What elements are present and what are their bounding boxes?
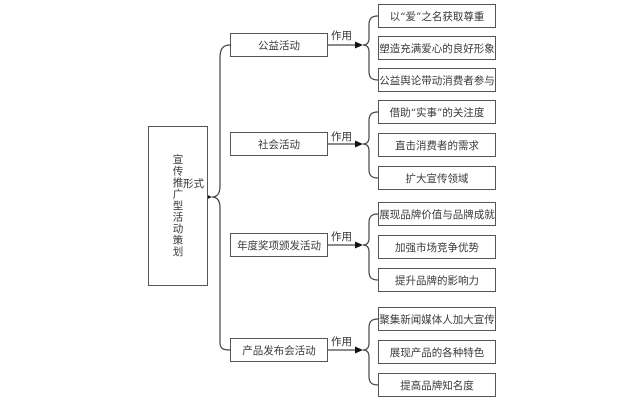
category-arrow-head <box>355 140 363 148</box>
effect-label: 扩大宣传领域 <box>405 172 469 185</box>
category-label: 产品发布会活动 <box>242 344 316 357</box>
effect-node[interactable]: 展现产品的各种特色 <box>378 340 496 364</box>
category-node-product-launch[interactable]: 产品发布会活动 <box>230 338 328 362</box>
effect-node[interactable]: 提升品牌的影响力 <box>378 268 496 292</box>
effect-node[interactable]: 以“爱”之名获取尊重 <box>378 4 496 28</box>
edge-label: 作用 <box>331 231 352 243</box>
effect-label: 借助“实事”的关注度 <box>389 106 485 119</box>
effect-label: 提升品牌的影响力 <box>395 274 479 287</box>
edge-label: 作用 <box>331 30 352 42</box>
effect-label: 提高品牌知名度 <box>400 379 474 392</box>
effect-node[interactable]: 展现品牌价值与品牌成就 <box>378 202 496 226</box>
effect-label: 以“爱”之名获取尊重 <box>389 10 485 23</box>
effects-bracket <box>362 111 379 179</box>
effect-node[interactable]: 提高品牌知名度 <box>378 373 496 397</box>
root-node[interactable]: 宣传推广型活动策划 <box>148 126 208 286</box>
root-node-label: 宣传推广型活动策划 <box>171 154 184 258</box>
category-label: 年度奖项颁发活动 <box>237 239 321 252</box>
effect-label: 直击消费者的需求 <box>395 139 479 152</box>
effect-node[interactable]: 借助“实事”的关注度 <box>378 100 496 124</box>
effects-bracket <box>362 213 379 281</box>
root-bracket <box>211 44 231 351</box>
effect-node[interactable]: 扩大宣传领域 <box>378 166 496 190</box>
effect-label: 公益舆论带动消费者参与 <box>379 74 495 87</box>
category-label: 社会活动 <box>258 138 300 151</box>
category-arrow-head <box>355 41 363 49</box>
category-node-public-welfare[interactable]: 公益活动 <box>230 33 328 57</box>
category-node-social[interactable]: 社会活动 <box>230 132 328 156</box>
effect-label: 展现产品的各种特色 <box>389 346 485 359</box>
edge-label: 作用 <box>331 336 352 348</box>
category-arrow-head <box>355 346 363 354</box>
edge-label: 作用 <box>331 131 352 143</box>
effect-label: 展现品牌价值与品牌成就 <box>379 208 495 221</box>
effect-node[interactable]: 直击消费者的需求 <box>378 133 496 157</box>
effect-label: 加强市场竞争优势 <box>395 241 479 254</box>
effect-node[interactable]: 公益舆论带动消费者参与 <box>378 68 496 92</box>
root-edge-label: 形式 <box>183 178 204 190</box>
effect-node[interactable]: 加强市场竞争优势 <box>378 235 496 259</box>
effects-bracket <box>362 15 379 81</box>
category-node-annual-awards[interactable]: 年度奖项颁发活动 <box>230 233 328 257</box>
effect-label: 聚集新闻媒体人加大宣传 <box>379 313 495 326</box>
effects-bracket <box>362 318 379 386</box>
category-arrow-head <box>355 241 363 249</box>
category-label: 公益活动 <box>258 39 300 52</box>
effect-label: 塑造充满爱心的良好形象 <box>379 42 495 55</box>
effect-node[interactable]: 聚集新闻媒体人加大宣传 <box>378 307 496 331</box>
effect-node[interactable]: 塑造充满爱心的良好形象 <box>378 36 496 60</box>
